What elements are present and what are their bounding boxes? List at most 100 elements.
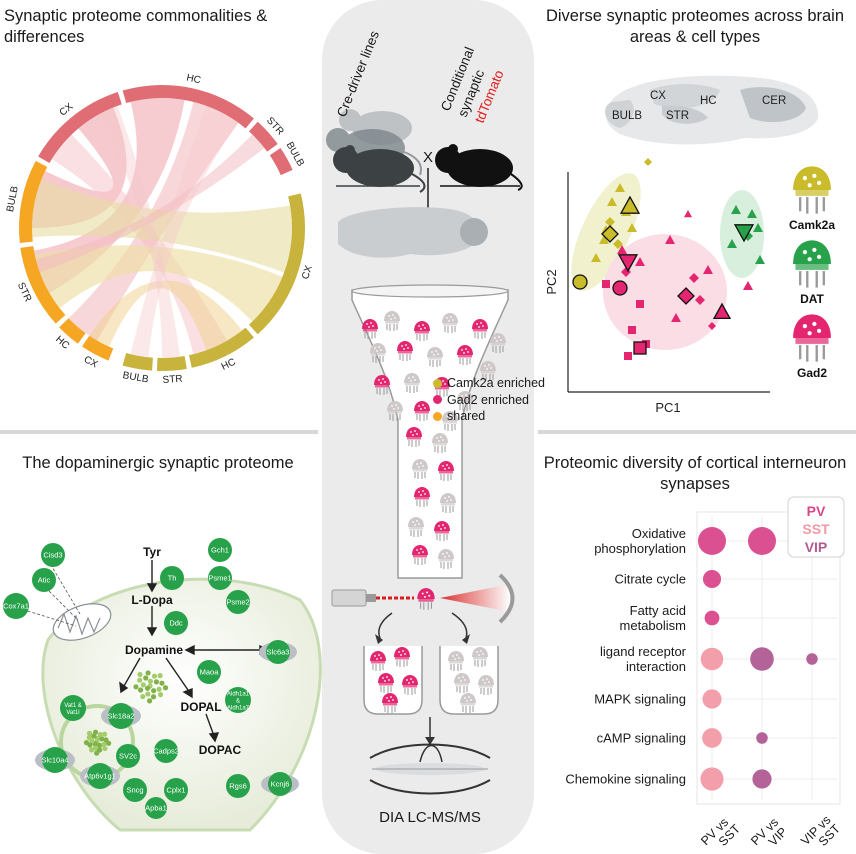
pca-point <box>733 224 755 243</box>
protein-node-th: Th <box>160 566 184 590</box>
metabolite-dopal: DOPAL <box>180 700 221 714</box>
chord-arc-olive_str <box>157 356 187 371</box>
bubble-point <box>704 610 720 626</box>
collection-tubes <box>363 612 499 715</box>
dopamine-dot <box>83 740 90 746</box>
pca-point <box>743 281 753 290</box>
legend-swatch <box>433 378 442 388</box>
method-label: DIA LC-MS/MS <box>379 809 481 826</box>
legend-swatch <box>433 395 442 405</box>
pca-xlabel: PC1 <box>655 400 680 415</box>
chord-arcs <box>18 85 305 371</box>
legend-label: Camk2a enriched <box>447 376 545 390</box>
chord-label-olive_cx: CX <box>300 264 315 281</box>
pca-point <box>644 158 652 166</box>
map-label-hc: HC <box>700 95 717 107</box>
chord-arc-olive_hc <box>189 327 254 368</box>
protein-circle <box>226 774 250 798</box>
chord-ribbon <box>34 245 283 322</box>
dopamine-dot <box>101 731 108 737</box>
celltype-label-camk2a: Camk2a <box>789 218 835 232</box>
dopamine-dot <box>157 692 164 698</box>
pca-point <box>617 254 639 273</box>
protein-node-gch1: Gch1 <box>208 538 232 562</box>
dopamine-dot <box>150 694 157 700</box>
protein-node-atp6v1g1: Atp6v1g1 <box>80 763 120 789</box>
dopamine-dot <box>157 673 163 679</box>
title-top-right: Diverse synaptic proteomes across brain … <box>545 7 845 46</box>
pca-point <box>591 253 601 262</box>
pca-point <box>624 352 632 360</box>
protein-label: Cplx1 <box>166 786 185 795</box>
protein-label: SV2c <box>119 752 137 761</box>
dopamine-dot <box>133 684 139 690</box>
pca-point <box>607 197 617 206</box>
dopamine-dot <box>137 687 144 693</box>
dopamine-dot <box>86 730 93 736</box>
pca-point <box>635 257 645 266</box>
protein-node-cplx1: Cplx1 <box>164 778 188 802</box>
protein-circle <box>226 590 250 614</box>
protein-node-psme1: Psme1 <box>208 566 232 590</box>
bubble-point <box>806 653 818 665</box>
pca-point <box>619 195 641 214</box>
dopamine-dot <box>137 671 143 678</box>
chord-ribbon <box>97 105 181 358</box>
protein-circle <box>3 593 29 619</box>
protein-circle <box>145 797 167 819</box>
bubble-point <box>698 527 726 555</box>
protein-label: Maoa <box>200 668 220 677</box>
pca-ylabel: PC2 <box>544 269 559 294</box>
dopamine-dot <box>151 673 158 679</box>
protein-node-slc6a3: Slc6a3 <box>259 640 297 664</box>
legend-label: Gad2 enriched <box>447 392 530 407</box>
bubble-point <box>748 527 776 555</box>
legend-entry-pv: PV <box>807 503 826 519</box>
protein-node-kcnj6: Kcnj6 <box>261 772 299 796</box>
protein-circle <box>160 566 184 590</box>
legend-item-camk2a: Camk2a enriched <box>433 375 545 392</box>
chord-arc-pink_bulb <box>269 148 293 176</box>
mice-illustration <box>326 109 523 258</box>
mitochondrion <box>52 603 112 641</box>
dopamine-dot <box>151 688 157 694</box>
brain-silhouette-center <box>338 207 481 258</box>
dopamine-dot <box>97 732 103 738</box>
dopamine-dot <box>137 677 143 683</box>
dopamine-dot <box>143 675 149 681</box>
dopamine-dot <box>89 747 95 753</box>
protein-node-psme2: Psme2 <box>226 590 250 614</box>
x-tick-label: VIP vsSST <box>798 812 843 854</box>
y-tick-label: Chemokine signaling <box>565 772 686 787</box>
protein-node-slc10a4: Slc10a4 <box>35 747 75 773</box>
sorting-tube <box>351 284 509 579</box>
dopamine-dot <box>156 686 162 692</box>
pca-point <box>627 223 637 232</box>
bubble-point <box>702 569 722 589</box>
protein-node-rgs6: Rgs6 <box>226 774 250 798</box>
pca-point <box>615 183 625 192</box>
chord-label-pink_cx: CX <box>58 101 76 118</box>
chord-arc-pink_str <box>248 121 278 152</box>
legend-item-gad2: Gad2 enriched <box>433 392 545 409</box>
chord-label-olive_str: STR <box>162 374 183 386</box>
protein-node-cisd3: Cisd3 <box>41 543 65 567</box>
pca-point <box>755 255 765 264</box>
map-label-cer: CER <box>762 95 786 107</box>
bubble-point <box>702 728 722 748</box>
pca-point <box>605 217 615 227</box>
celltype-label-dat: DAT <box>800 292 824 306</box>
chord-ribbon <box>35 134 265 273</box>
protein-node-vat1: Vat1 &Vat1l <box>60 695 86 721</box>
protein-circle <box>42 747 68 773</box>
protein-circle <box>164 611 188 635</box>
protein-label: Slc6a3 <box>267 648 290 657</box>
dopamine-vesicle-dots <box>83 670 169 756</box>
protein-label: Ddc <box>169 619 183 628</box>
dopamine-dot <box>86 735 92 741</box>
dopamine-dot <box>102 745 108 752</box>
cre-mouse-front <box>333 145 426 193</box>
legend-item-shared: shared <box>433 408 545 425</box>
